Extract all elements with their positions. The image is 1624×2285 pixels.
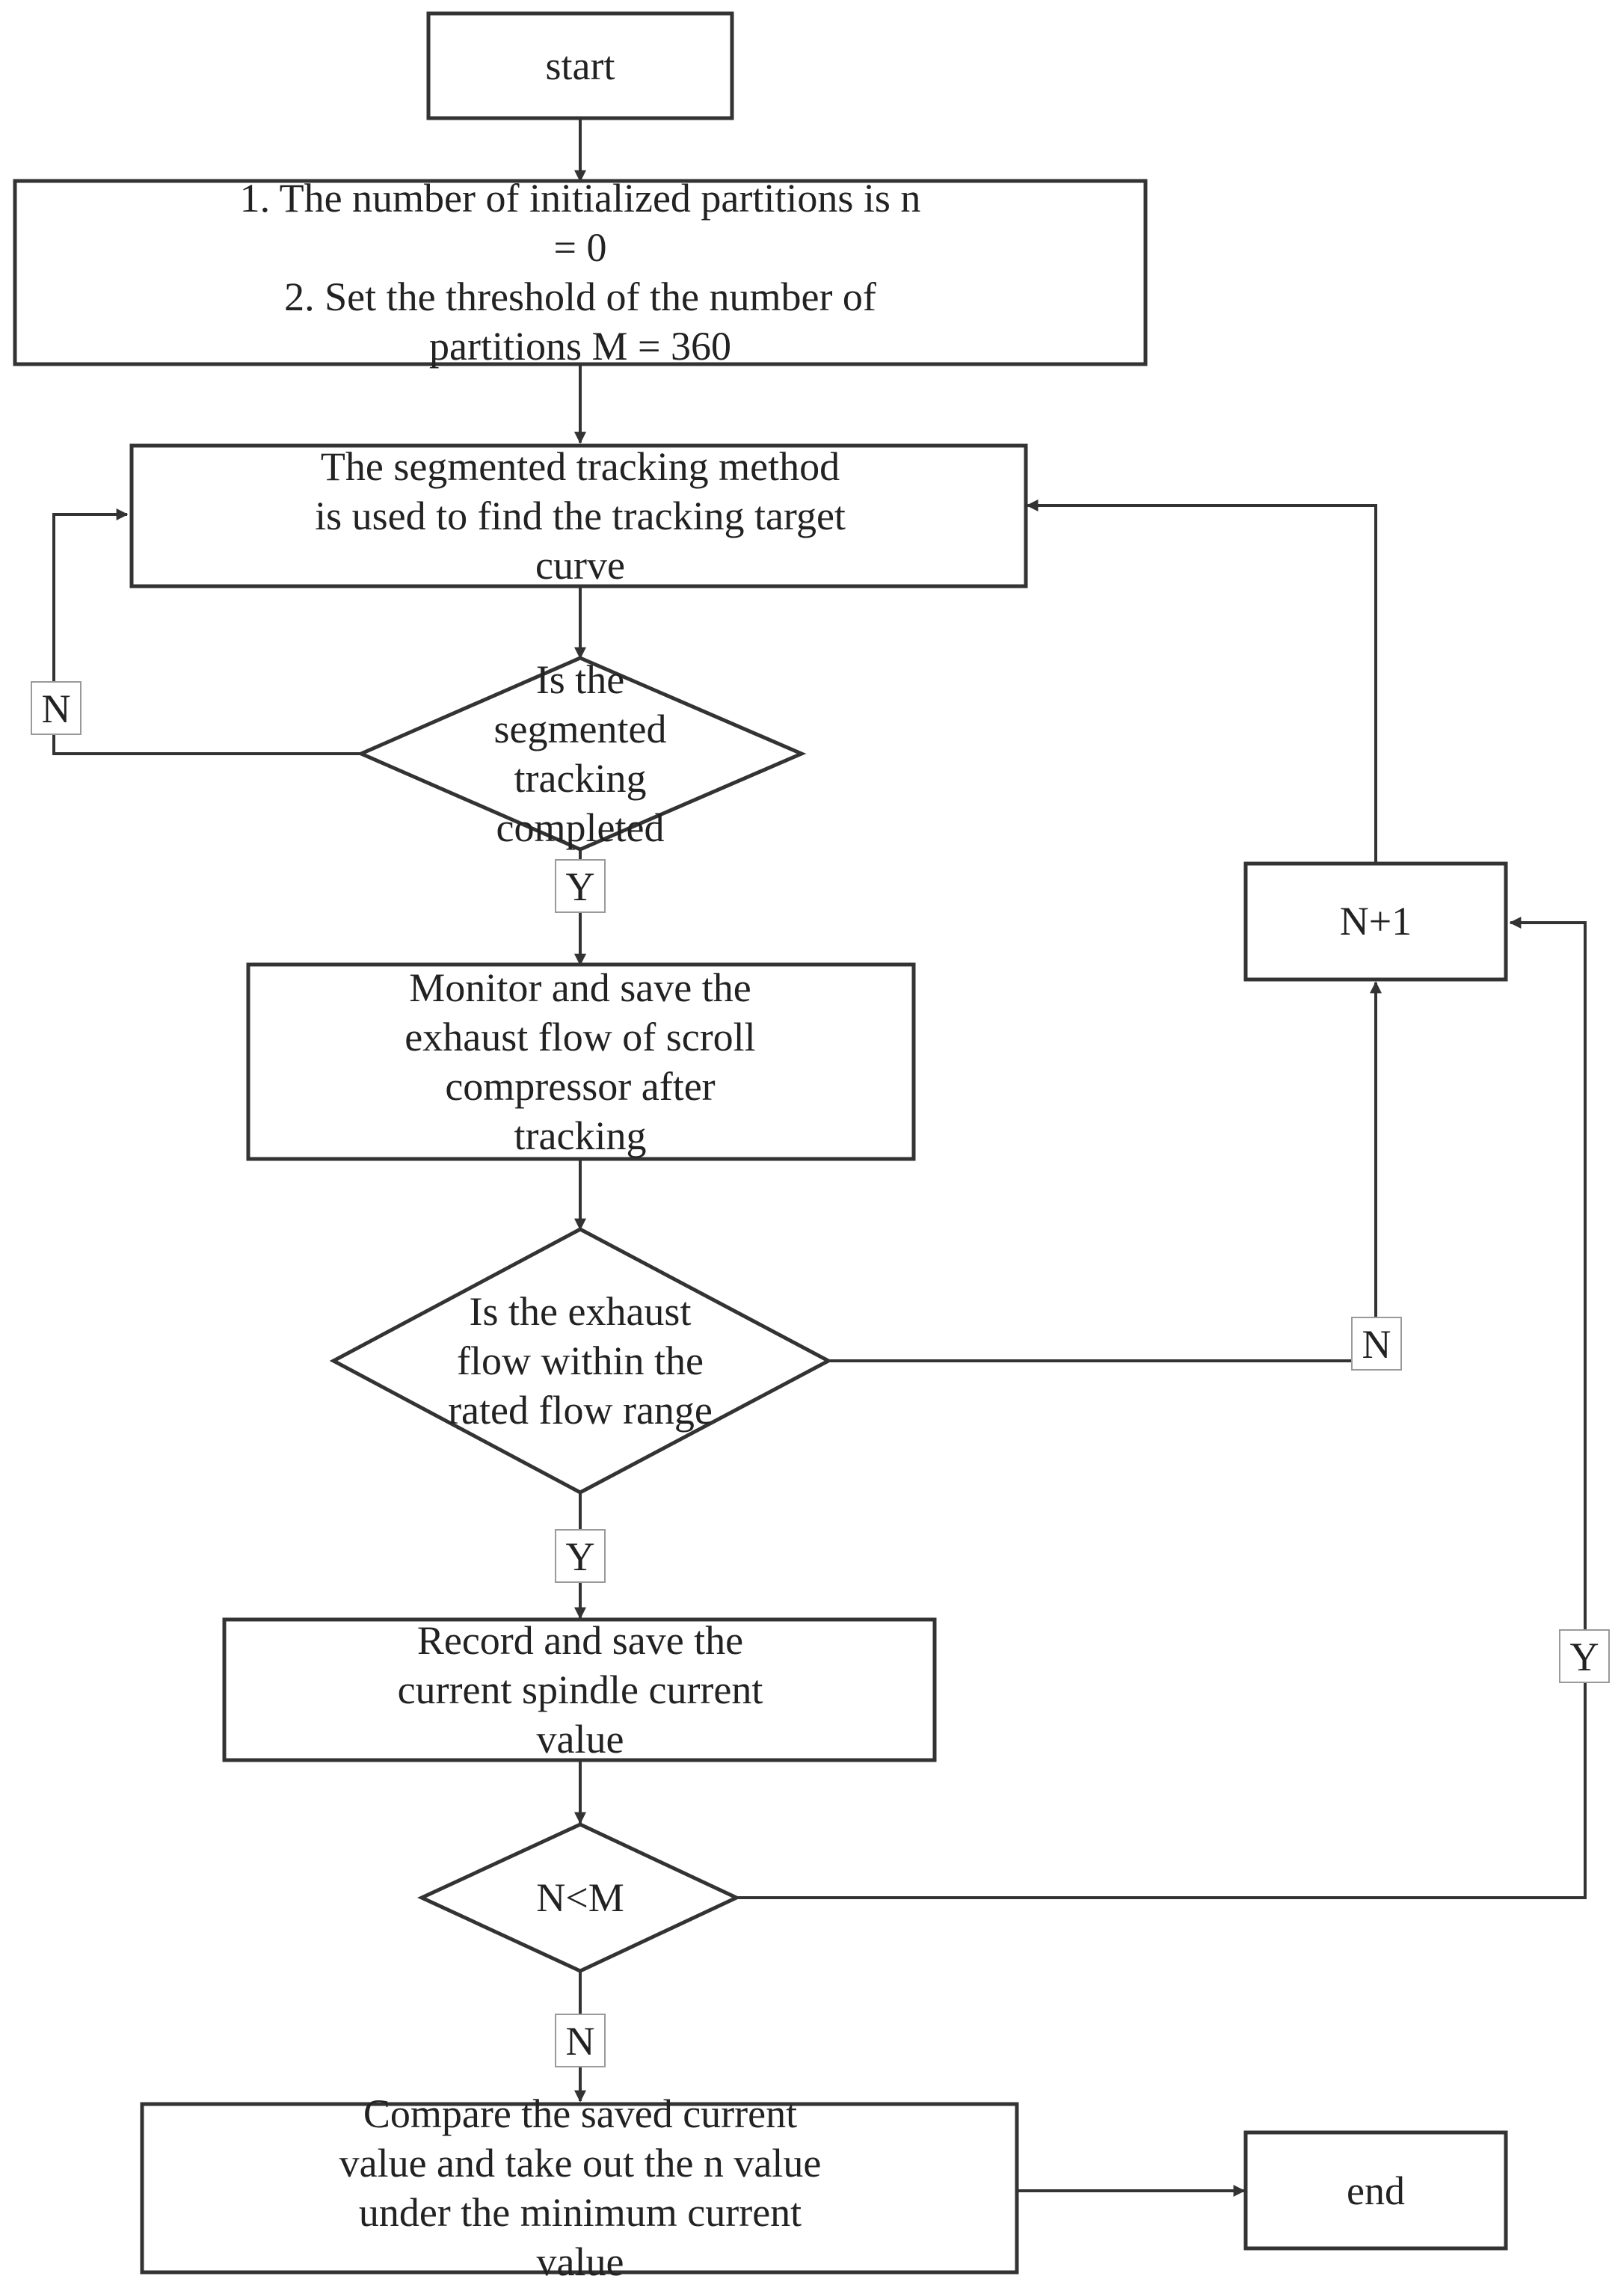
segmented-completed-line-3: tracking: [514, 756, 647, 801]
flow-check-line-1: Is the exhaust: [470, 1289, 692, 1334]
node-init: 1. The number of initialized partitions …: [13, 176, 1148, 369]
end-line-1: end: [1347, 2168, 1405, 2213]
edge-label-nm-no: N: [555, 2014, 606, 2067]
segmented-method-line-3: curve: [535, 543, 625, 588]
segmented-method-line-1: The segmented tracking method: [321, 444, 840, 489]
record-line-3: value: [537, 1717, 624, 1762]
edge-label-nm-no-text: N: [566, 2019, 595, 2064]
segmented-completed-line-4: completed: [496, 805, 665, 850]
node-increment: N+1: [1243, 861, 1508, 982]
edge-label-flow-yes-text: Y: [566, 1534, 595, 1579]
monitor-line-2: exhaust flow of scroll: [405, 1015, 755, 1060]
flow-check-line-3: rated flow range: [448, 1388, 713, 1433]
segmented-completed-line-1: Is the: [536, 657, 624, 702]
compare-line-4: value: [537, 2239, 624, 2284]
segmented-completed-line-2: segmented: [494, 707, 667, 751]
edge-label-nm-yes-text: Y: [1570, 1634, 1599, 1679]
monitor-line-3: compressor after: [445, 1064, 715, 1109]
init-line-1: 1. The number of initialized partitions …: [240, 176, 921, 221]
edge-label-nm-yes: Y: [1559, 1629, 1610, 1683]
node-start: start: [426, 11, 734, 120]
record-line-1: Record and save the: [417, 1618, 743, 1663]
start-line-1: start: [546, 43, 615, 88]
node-monitor: Monitor and save the exhaust flow of scro…: [246, 962, 916, 1161]
node-n-less-m-label: N<M: [536, 1875, 624, 1920]
compare-line-3: under the minimum current: [359, 2190, 802, 2235]
node-init-label: 1. The number of initialized partitions …: [240, 176, 921, 369]
compare-line-1: Compare the saved current: [363, 2091, 797, 2136]
edge-label-flow-no-text: N: [1362, 1322, 1391, 1367]
edge-label-segmented-no: N: [31, 681, 81, 735]
monitor-line-4: tracking: [514, 1113, 647, 1158]
edge-label-segmented-no-text: N: [42, 686, 71, 731]
init-line-2: = 0: [554, 225, 607, 270]
edge-label-segmented-yes-text: Y: [566, 864, 595, 909]
record-line-2: current spindle current: [398, 1667, 763, 1712]
node-increment-label: N+1: [1340, 899, 1412, 944]
edge-label-flow-yes: Y: [555, 1529, 606, 1583]
node-monitor-label: Monitor and save the exhaust flow of scro…: [405, 965, 755, 1158]
flow-check-line-2: flow within the: [457, 1338, 704, 1383]
compare-line-2: value and take out the n value: [339, 2141, 822, 2186]
monitor-line-1: Monitor and save the: [409, 965, 751, 1010]
edge-increment-to-method: [1026, 499, 1377, 864]
init-line-4: partitions M = 360: [429, 324, 731, 369]
node-n-less-m-decision: N<M: [417, 1822, 741, 1973]
n-less-m-line-1: N<M: [536, 1875, 624, 1920]
edge-nm-yes-to-increment: [736, 917, 1587, 1899]
node-start-label: start: [546, 43, 615, 88]
edge-label-segmented-yes: Y: [555, 859, 606, 913]
node-compare: Compare the saved current value and take …: [140, 2091, 1019, 2284]
increment-line-1: N+1: [1340, 899, 1412, 944]
node-end-label: end: [1347, 2168, 1405, 2213]
node-end: end: [1243, 2130, 1508, 2251]
init-line-3: 2. Set the threshold of the number of: [284, 274, 876, 319]
node-compare-label: Compare the saved current value and take …: [339, 2091, 822, 2284]
edge-decision-no-loop: [52, 508, 361, 755]
segmented-method-line-2: is used to find the tracking target: [315, 493, 846, 538]
edge-label-flow-no: N: [1351, 1317, 1402, 1371]
